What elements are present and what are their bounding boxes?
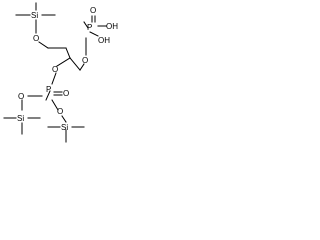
atom-o-double-top: O xyxy=(90,6,96,15)
atom-oh-1: OH xyxy=(106,22,118,31)
atom-p-mid: P xyxy=(46,85,51,94)
bond xyxy=(83,21,89,29)
atom-si-top: Si xyxy=(31,11,38,20)
bond xyxy=(69,57,81,71)
structure-diagram: Si O O P O OH OH O P O O O Si Si xyxy=(0,0,135,147)
atom-p-top: P xyxy=(87,23,92,32)
bond xyxy=(38,41,49,49)
bond xyxy=(51,72,57,85)
atom-o-mid-right: O xyxy=(57,107,63,116)
atom-o-phos-top: O xyxy=(82,56,88,65)
atom-labels: Si O O P O OH OH O P O O O Si Si xyxy=(17,6,118,132)
bond xyxy=(65,47,71,59)
bond xyxy=(61,115,67,123)
bond xyxy=(79,63,85,71)
bond xyxy=(51,99,59,111)
atom-oh-2: OH xyxy=(98,36,110,45)
atom-o-top-left: O xyxy=(33,34,39,43)
bond xyxy=(56,57,71,67)
atom-o-double-mid: O xyxy=(63,89,69,98)
molecule-svg: Si O O P O OH OH O P O O O Si Si xyxy=(3,2,118,143)
atom-o-mid-left: O xyxy=(18,92,24,101)
atom-si-right: Si xyxy=(61,123,68,132)
atom-si-left: Si xyxy=(17,114,24,123)
bond xyxy=(45,90,51,101)
atom-o-mid: O xyxy=(52,65,58,74)
bond xyxy=(89,31,99,37)
bonds xyxy=(3,2,107,143)
